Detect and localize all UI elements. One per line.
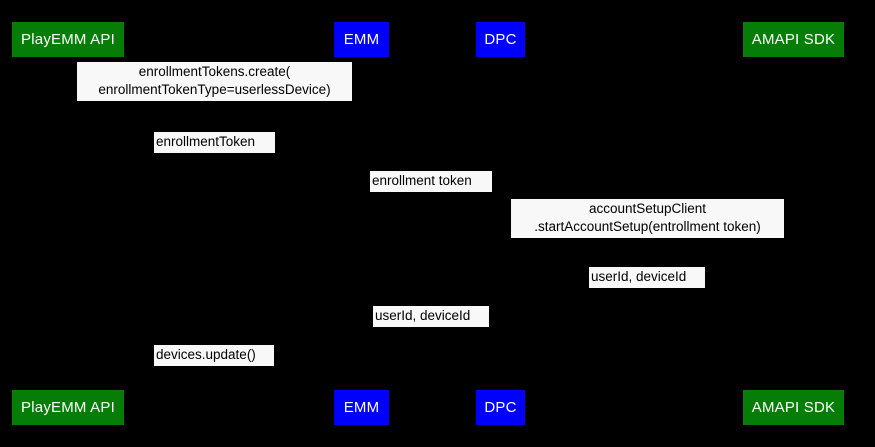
participant-bottom-emm[interactable]: EMM bbox=[334, 390, 389, 425]
message-label-line: userId, deviceId bbox=[591, 269, 687, 284]
message-label-line: enrollment token bbox=[372, 173, 472, 188]
message-label-line: userId, deviceId bbox=[375, 308, 471, 323]
participant-top-amapi-sdk[interactable]: AMAPI SDK bbox=[743, 22, 844, 57]
message-label-start-account-setup: accountSetupClient .startAccountSetup(ent… bbox=[511, 199, 784, 238]
participant-label: DPC bbox=[484, 31, 517, 48]
participant-label: AMAPI SDK bbox=[751, 399, 836, 416]
lifeline-playemm-api bbox=[68, 57, 69, 390]
participant-top-dpc[interactable]: DPC bbox=[476, 22, 525, 57]
participant-label: PlayEMM API bbox=[21, 399, 115, 416]
message-label-userid-deviceid-to-dpc: userId, deviceId bbox=[589, 267, 705, 288]
participant-bottom-amapi-sdk[interactable]: AMAPI SDK bbox=[743, 390, 844, 425]
arrow-head-start-account-setup bbox=[786, 233, 794, 241]
arrow-head-enrollment-tokens-create bbox=[68, 96, 75, 104]
arrow-head-userid-deviceid-to-emm bbox=[361, 322, 369, 330]
message-label-devices-update: devices.update() bbox=[154, 345, 274, 366]
lifeline-dpc bbox=[500, 57, 502, 390]
message-label-line: enrollmentTokens.create( bbox=[138, 64, 291, 79]
participant-label: DPC bbox=[484, 399, 517, 416]
message-label-enrollment-token-response: enrollmentToken bbox=[154, 132, 275, 153]
participant-top-emm[interactable]: EMM bbox=[334, 22, 389, 57]
arrow-head-enrollment-token-response bbox=[354, 148, 362, 156]
participant-label: EMM bbox=[343, 31, 380, 48]
message-label-line: .startAccountSetup(entrollment token) bbox=[534, 219, 761, 234]
message-label-line: enrollmentTokenType=userlessDevice) bbox=[98, 82, 331, 97]
participant-bottom-dpc[interactable]: DPC bbox=[476, 390, 525, 425]
message-label-enrollment-token-to-dpc: enrollment token bbox=[370, 171, 492, 192]
arrow-head-devices-update bbox=[68, 361, 75, 369]
lifeline-amapi-sdk bbox=[793, 57, 795, 390]
message-label-userid-deviceid-to-emm: userId, deviceId bbox=[373, 306, 489, 327]
message-label-line: enrollmentToken bbox=[156, 134, 256, 149]
participant-label: PlayEMM API bbox=[21, 31, 115, 48]
participant-label: EMM bbox=[343, 399, 380, 416]
message-label-line: accountSetupClient bbox=[588, 201, 707, 216]
message-label-enrollment-tokens-create: enrollmentTokens.create( enrollmentTokenT… bbox=[77, 62, 352, 101]
arrow-head-enrollment-token-to-dpc bbox=[493, 187, 501, 195]
arrow-head-userid-deviceid-to-dpc bbox=[500, 283, 508, 291]
lifeline-emm bbox=[361, 57, 363, 390]
participant-label: AMAPI SDK bbox=[751, 31, 836, 48]
message-label-line: devices.update() bbox=[156, 347, 256, 362]
participant-top-playemm-api[interactable]: PlayEMM API bbox=[12, 22, 124, 57]
participant-bottom-playemm-api[interactable]: PlayEMM API bbox=[12, 390, 124, 425]
